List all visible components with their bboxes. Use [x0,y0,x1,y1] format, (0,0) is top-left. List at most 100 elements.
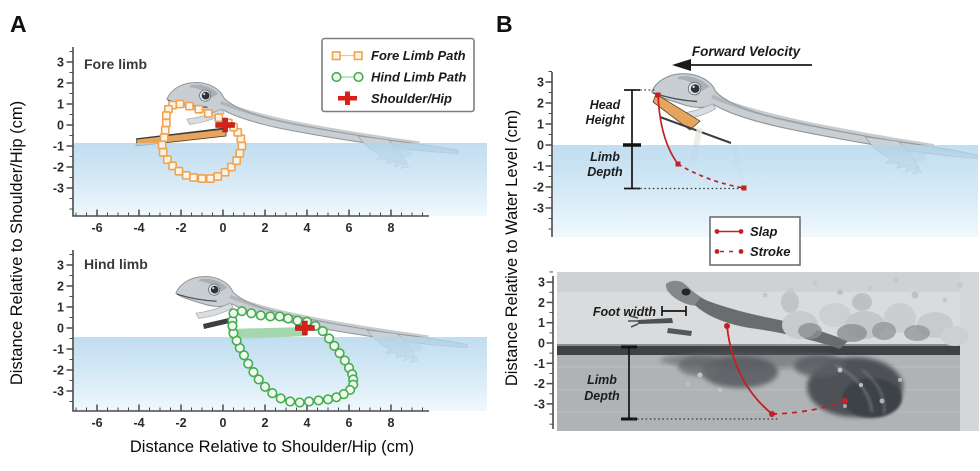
slap-end-marker [675,161,681,167]
fore-limb-marker [194,104,204,114]
y-tick-label: -1 [534,357,545,371]
y-tick-label: 3 [537,76,544,90]
slap-start-marker [655,92,661,98]
fore-limb-marker [159,133,169,142]
photo-waterline-hi [557,344,979,346]
hind-limb-marker [313,395,324,406]
photo-lizard-front-leg [638,318,673,324]
hind-limb-marker [275,393,286,404]
forward-velocity-label: Forward Velocity [692,44,802,59]
hind-limb-marker [246,308,257,319]
x-tick-label: -6 [91,416,102,430]
legend-slap-label: Slap [750,224,778,239]
hind-plot-axes [72,250,429,412]
legend-panel-a: Fore Limb Path Hind Limb Path Shoulder/H… [321,37,475,113]
legend-stroke-dot1 [714,249,720,254]
head-height-label-2: Height [586,113,626,127]
hind-limb-marker [331,392,342,403]
panel-a-label: A [10,11,27,37]
photo-stroke-end-marker [842,398,848,404]
diagram-jaw-line [659,116,732,144]
hind-limb-marker [292,315,303,326]
hind-limb-marker [238,350,250,361]
fore-plot-data [157,99,247,183]
legend-hind-label: Hind Limb Path [371,70,466,85]
slap-trajectory [657,94,679,165]
legend-fore-label: Fore Limb Path [371,48,466,63]
diagram-jaw-orange [652,93,701,131]
stroke-end-marker [741,185,747,191]
y-tick-label: -2 [533,181,544,195]
hind-limb-marker [283,313,294,324]
hind-limb-marker [339,355,350,366]
x-tick-label: -2 [175,221,186,235]
y-tick-label: -3 [53,182,64,196]
y-tick-label: -3 [53,385,64,399]
hind-limb-marker [322,394,334,405]
y-tick-label: -1 [533,160,544,174]
hind-limb-marker [323,333,335,344]
fore-limb-marker [174,166,184,176]
foot-width-label: Foot width [593,305,657,319]
legend-slap-dot2 [738,229,744,234]
y-tick-label: 2 [57,280,64,294]
panel-a-x-axis-title: Distance Relative to Shoulder/Hip (cm) [130,438,414,456]
legend-fore-marker2 [353,51,363,61]
hind-limb-marker [334,348,345,359]
photo-underwater-turbulence [660,351,903,418]
foot-width-bracket [661,306,687,316]
fore-limb-marker [237,141,247,151]
hind-limb-marker [265,311,276,322]
x-tick-label: 2 [262,221,269,235]
legend-stroke-label: Stroke [750,244,790,259]
y-tick-label: 2 [537,97,544,111]
hind-limb-marker [317,326,328,337]
stroke-trajectory [677,163,745,189]
fore-limb-marker [157,140,167,150]
x-tick-label: 6 [346,416,353,430]
photo-image [557,272,979,431]
y-tick-label: 3 [57,56,64,70]
fore-limb-marker [158,147,168,157]
fore-limb-marker [168,161,177,171]
fore-limb-marker [161,111,171,120]
hind-limb-marker [243,358,254,369]
hind-limb-marker [329,340,340,351]
fore-limb-marker [214,113,224,123]
water-surface-fore [73,143,487,216]
y-tick-label: -2 [534,377,545,391]
shoulder-marker [215,117,235,133]
fore-limb-marker [227,162,236,172]
y-tick-label: 2 [57,77,64,91]
photo-slap-start-marker [724,323,730,329]
photo-splash [762,277,969,346]
photo-slap-trajectory [726,325,773,415]
photo-limb-depth-label-1: Limb [587,373,617,387]
fore-limb-marker [181,171,191,180]
legend-panel-b: Slap Stroke [709,216,801,266]
x-tick-label: -6 [91,221,102,235]
fore-limb-marker [160,125,170,135]
legend-stroke-dot2 [738,249,744,254]
y-tick-label: 1 [57,301,64,315]
y-tick-label: -3 [533,202,544,216]
forward-velocity-arrowhead-icon [672,59,691,71]
hind-limb-green [228,327,306,340]
y-tick-label: -2 [53,161,64,175]
limb-depth-label-1: Limb [590,150,620,164]
photo-lizard-eye [681,288,691,296]
y-tick-label: 2 [538,296,545,310]
legend-shoulder-hip-label: Shoulder/Hip [371,91,452,106]
x-tick-label: 4 [304,221,311,235]
fore-plot-title: Fore limb [84,56,147,72]
fore-limb-marker [189,173,198,182]
fore-limb-marker [235,148,245,158]
panel-b-label: B [496,11,513,37]
hind-limb-marker [285,396,296,407]
photo-slap-end-marker [769,411,775,417]
